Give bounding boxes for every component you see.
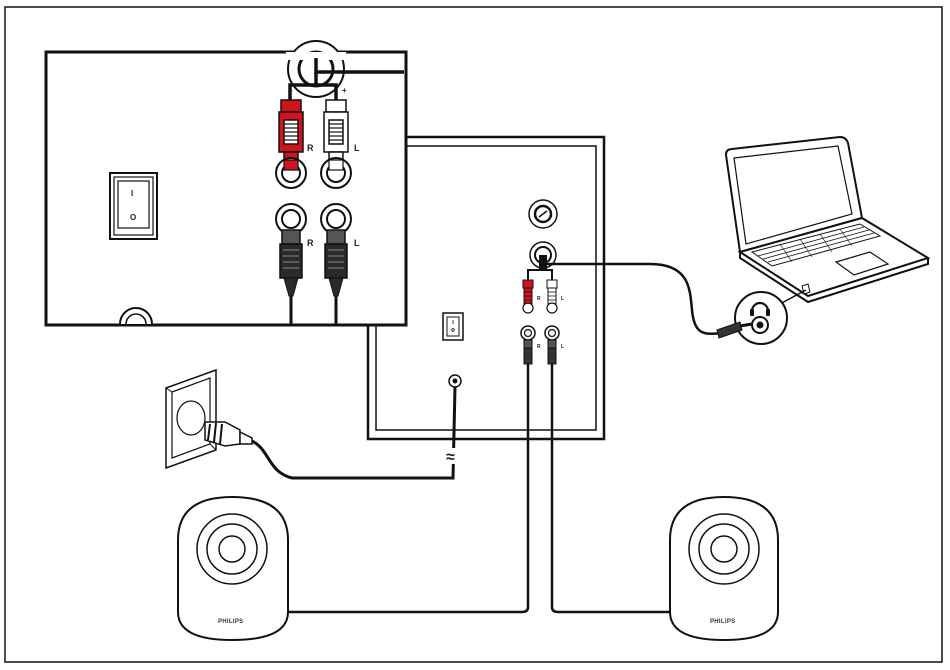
inset-output-label-right: R [307,238,314,248]
power-on-mark: I [131,189,133,198]
aux-minus-label: - [290,86,293,95]
inset-output-label-left: L [354,238,360,248]
power-off-mark: O [130,213,136,222]
red-rca-plug [279,100,303,162]
small-power-switch-icon [443,313,463,340]
small-label-left: L [561,296,564,302]
power-cord-socket-icon [449,375,461,387]
aux-plus-label: + [342,86,347,95]
right-speaker-brand: PHILIPS [710,619,735,625]
wall-outlet-icon [166,370,216,468]
small-out-label-right: R [537,344,541,350]
zoom-inset: - + R L [46,41,406,325]
left-speaker-brand: PHILIPS [218,619,243,625]
ac-symbol: ≈ [446,449,455,466]
volume-knob-icon [529,200,557,228]
white-rca-plug [324,100,348,162]
small-red-rca-plug [523,280,533,304]
small-label-right: R [537,296,541,302]
power-switch-icon: I O [110,173,157,239]
small-white-rca-plug [547,280,557,304]
right-speaker: PHILIPS [670,497,778,640]
inset-input-label-right: R [307,143,314,153]
inset-input-label-left: L [354,143,360,153]
left-speaker: PHILIPS [178,497,288,640]
small-out-label-left: L [561,344,564,350]
